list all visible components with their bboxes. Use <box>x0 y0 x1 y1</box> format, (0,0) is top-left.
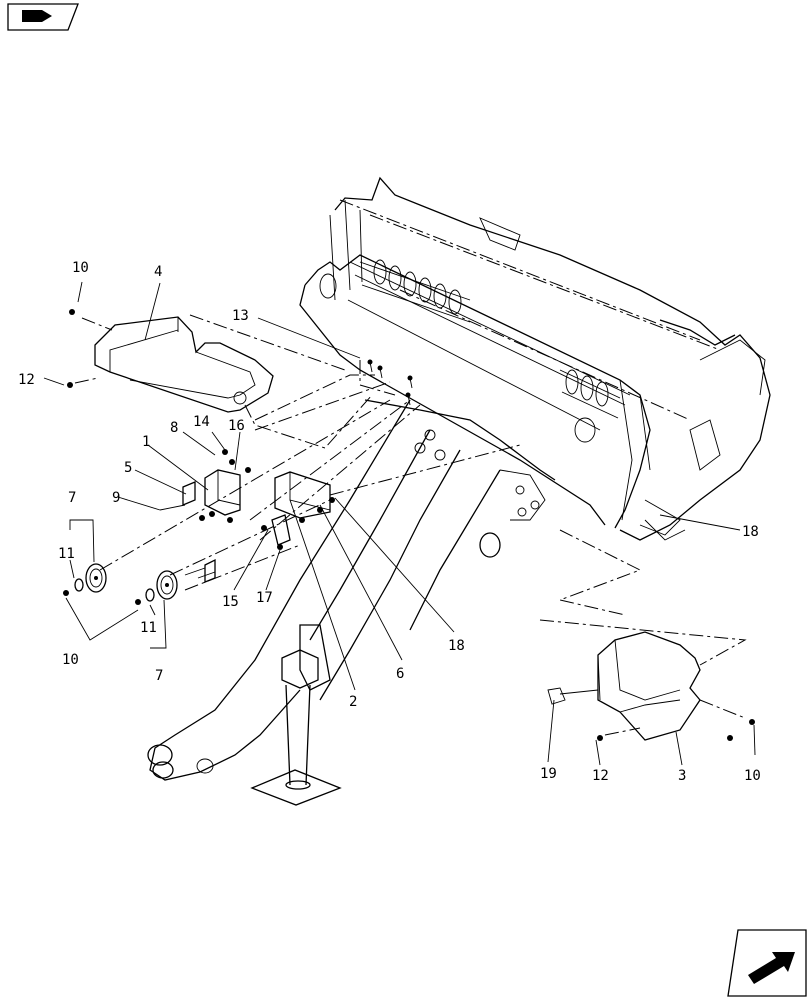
callout-12: 12 <box>18 372 35 388</box>
pulley-left <box>63 563 107 596</box>
jack-stand <box>250 649 342 806</box>
callout-18: 18 <box>742 524 759 540</box>
guard-part-4 <box>94 316 274 413</box>
assembly-lines <box>74 199 747 736</box>
callout-9: 9 <box>112 490 120 506</box>
callout-7: 7 <box>155 668 163 684</box>
drawbar <box>147 399 556 781</box>
callout-13: 13 <box>232 308 249 324</box>
callout-6: 6 <box>396 666 404 682</box>
callout-11: 11 <box>58 546 75 562</box>
callout-10: 10 <box>72 260 89 276</box>
pulley-right <box>135 570 178 605</box>
baler-frame <box>299 176 771 541</box>
callout-4: 4 <box>154 264 162 280</box>
callout-11: 11 <box>140 620 157 636</box>
next-page-arrow-icon[interactable] <box>727 929 807 997</box>
callout-5: 5 <box>124 460 132 476</box>
callout-3: 3 <box>678 768 686 784</box>
callout-16: 16 <box>228 418 245 434</box>
callout-8: 8 <box>170 420 178 436</box>
bracket-hardware <box>67 309 755 741</box>
roller-assembly <box>319 259 621 443</box>
leader-lines <box>43 281 756 766</box>
callout-2: 2 <box>349 694 357 710</box>
guard-part-3 <box>597 631 701 741</box>
callout-15: 15 <box>222 594 239 610</box>
callout-19: 19 <box>540 766 557 782</box>
callout-labels: 10 4 12 13 1 8 14 16 5 9 7 11 10 11 7 15… <box>18 260 761 784</box>
callout-7: 7 <box>68 490 76 506</box>
callout-14: 14 <box>193 414 210 430</box>
book-arrow-icon[interactable] <box>7 3 79 31</box>
callout-17: 17 <box>256 590 273 606</box>
callout-10: 10 <box>62 652 79 668</box>
callout-18: 18 <box>448 638 465 654</box>
callout-1: 1 <box>142 434 150 450</box>
callout-10: 10 <box>744 768 761 784</box>
callout-12: 12 <box>592 768 609 784</box>
